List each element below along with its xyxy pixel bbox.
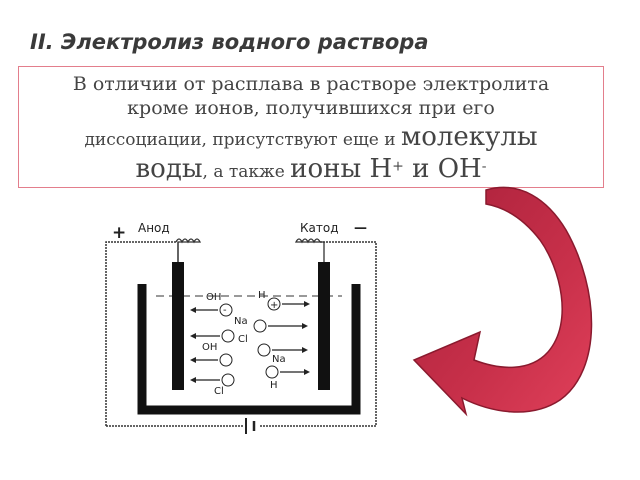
text-and-oh: и ОН [403, 154, 482, 184]
cathode-coil [294, 238, 324, 244]
charge-minus: - [223, 305, 227, 316]
sup-minus: - [481, 158, 487, 175]
text-molecules: молекулы [400, 121, 538, 152]
ion-h-2: H [270, 380, 278, 391]
text-ions-h: ионы Н [290, 154, 393, 184]
ion-cl: Cl [238, 334, 248, 345]
anode-coil [175, 238, 202, 262]
anode-electrode [172, 262, 184, 390]
circuit-wire-left [105, 241, 176, 426]
ion-na-2: Na [272, 354, 286, 365]
sup-plus: + [392, 158, 404, 175]
anode-label: Анод [138, 221, 170, 235]
cathode-electrode [318, 262, 330, 390]
cathode-label: Катод [300, 221, 339, 235]
ion-oh: OH [206, 292, 221, 303]
minus-sign: — [354, 221, 367, 236]
electrolysis-diagram: + Анод Катод — OH - H + Na Cl OH Na H [105, 221, 377, 434]
text-water: воды [135, 154, 203, 184]
text-line-2: кроме ионов, получившихся при его [127, 96, 495, 119]
slide-title: II. Электролиз водного раствора [30, 30, 429, 54]
charge-plus: + [270, 300, 278, 311]
text-line-1: В отличии от расплава в растворе электро… [72, 73, 550, 95]
explanation-textbox: В отличии от расплава в растворе электро… [18, 66, 604, 188]
ion-oh-2: OH [202, 342, 217, 353]
vessel [137, 284, 361, 415]
ion-h: H [258, 290, 266, 301]
ion-cl-2: Cl [214, 386, 224, 397]
ion-na: Na [234, 316, 248, 327]
text-also: , а также [202, 162, 291, 182]
plus-sign: + [112, 223, 126, 243]
text-line-3: диссоциации, присутствуют еще и [84, 129, 401, 150]
circuit-wire-right [260, 241, 377, 427]
